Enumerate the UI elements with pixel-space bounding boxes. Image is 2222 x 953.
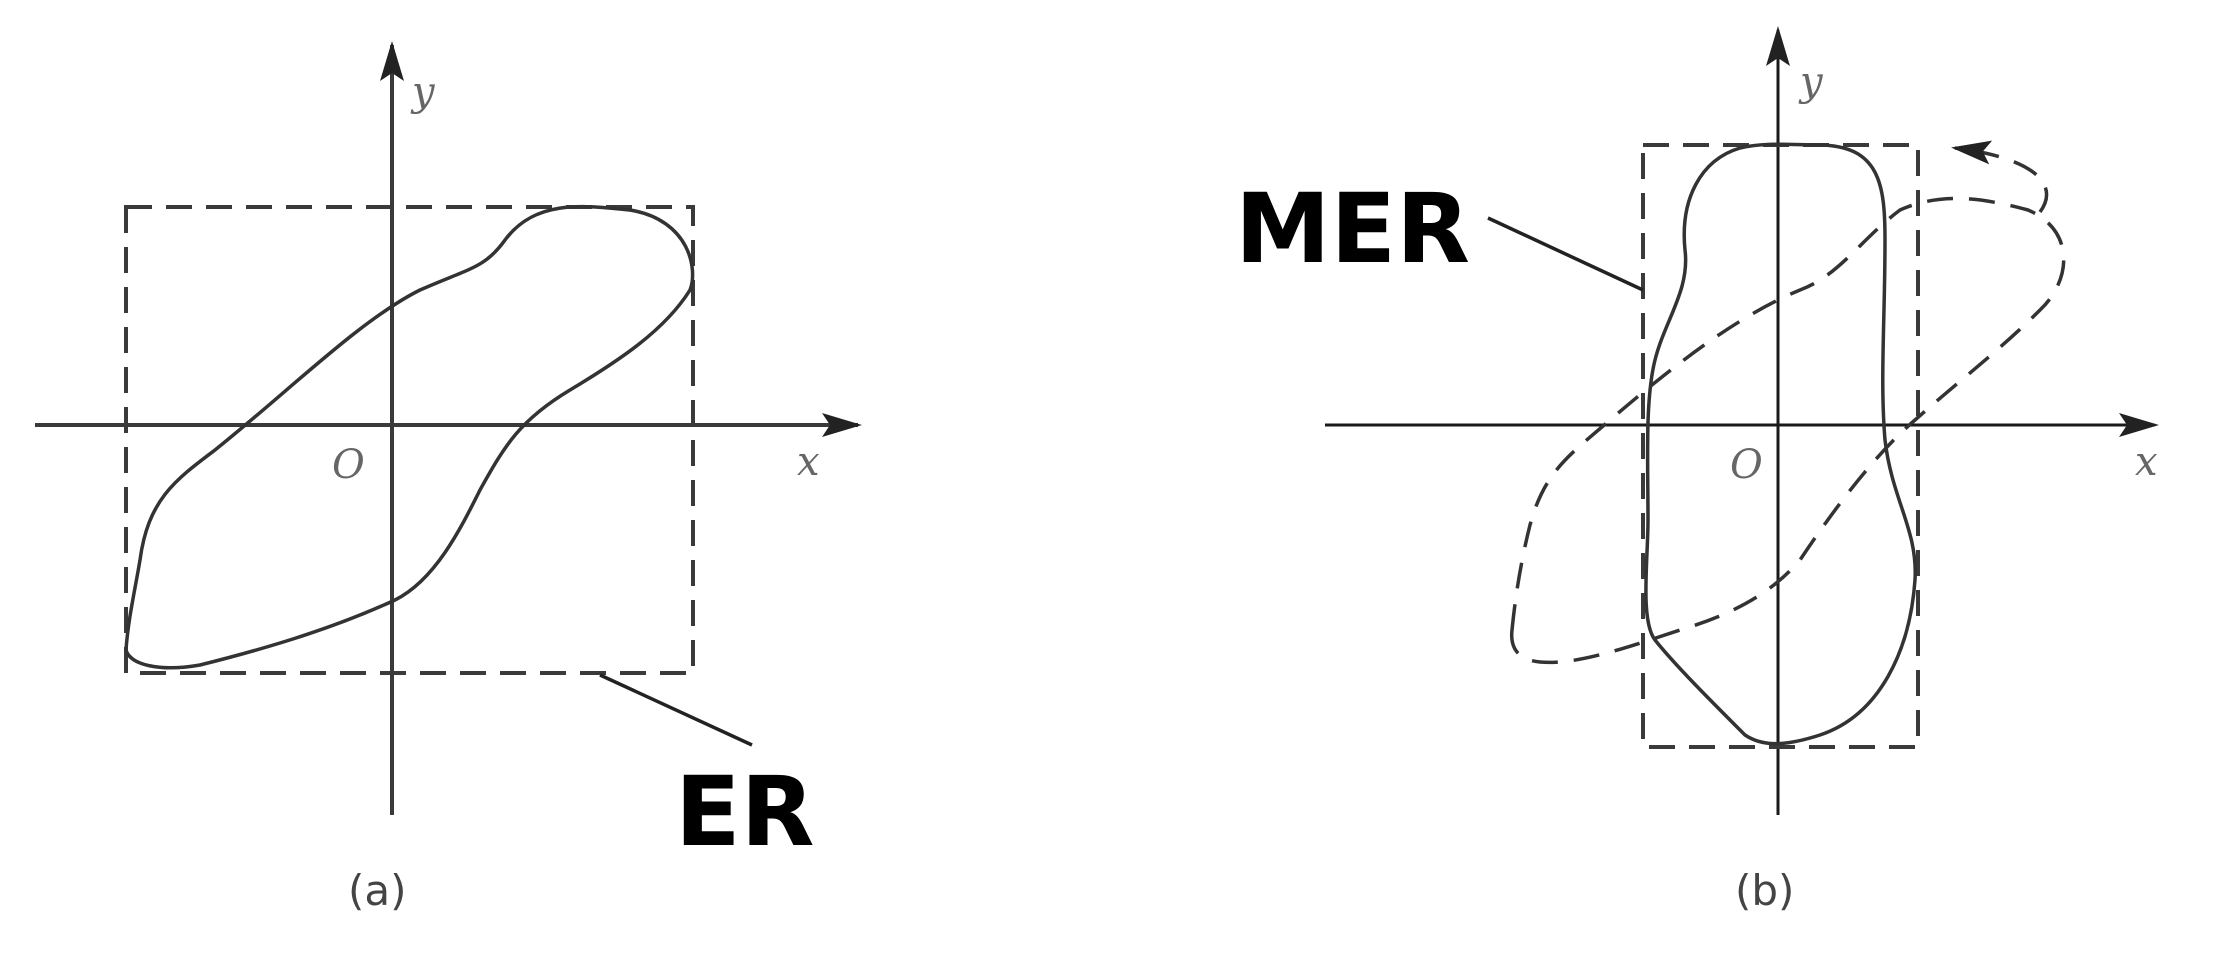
panel-b-caption: (b) — [1735, 866, 1794, 915]
panel-b-origin-label: O — [1730, 442, 1763, 488]
panel-a-caption: (a) — [348, 866, 407, 915]
panel-a: y x O ER (a) — [35, 41, 862, 915]
panel-a-x-axis-label: x — [797, 439, 820, 485]
panel-b-callout-label: MER — [1235, 173, 1470, 285]
panel-a-shape-outline — [124, 204, 695, 670]
panel-b-shape-outline — [1644, 142, 1917, 746]
panel-a-enclosing-rectangle — [124, 205, 695, 675]
panel-a-y-axis-label: y — [410, 69, 436, 115]
panel-b-y-axis-label: y — [1798, 59, 1824, 105]
panel-b-x-axis-label: x — [2135, 439, 2158, 485]
panel-b: y x O MER (b) — [1235, 26, 2159, 915]
panel-b-callout-leader — [1487, 216, 1644, 292]
panel-a-callout-label: ER — [675, 756, 815, 868]
panel-a-origin-label: O — [332, 442, 365, 488]
panel-a-callout-leader — [599, 673, 753, 747]
panel-b-rotation-arrow — [1951, 140, 2049, 214]
panel-b-original-shape-outline — [1509, 196, 2066, 665]
